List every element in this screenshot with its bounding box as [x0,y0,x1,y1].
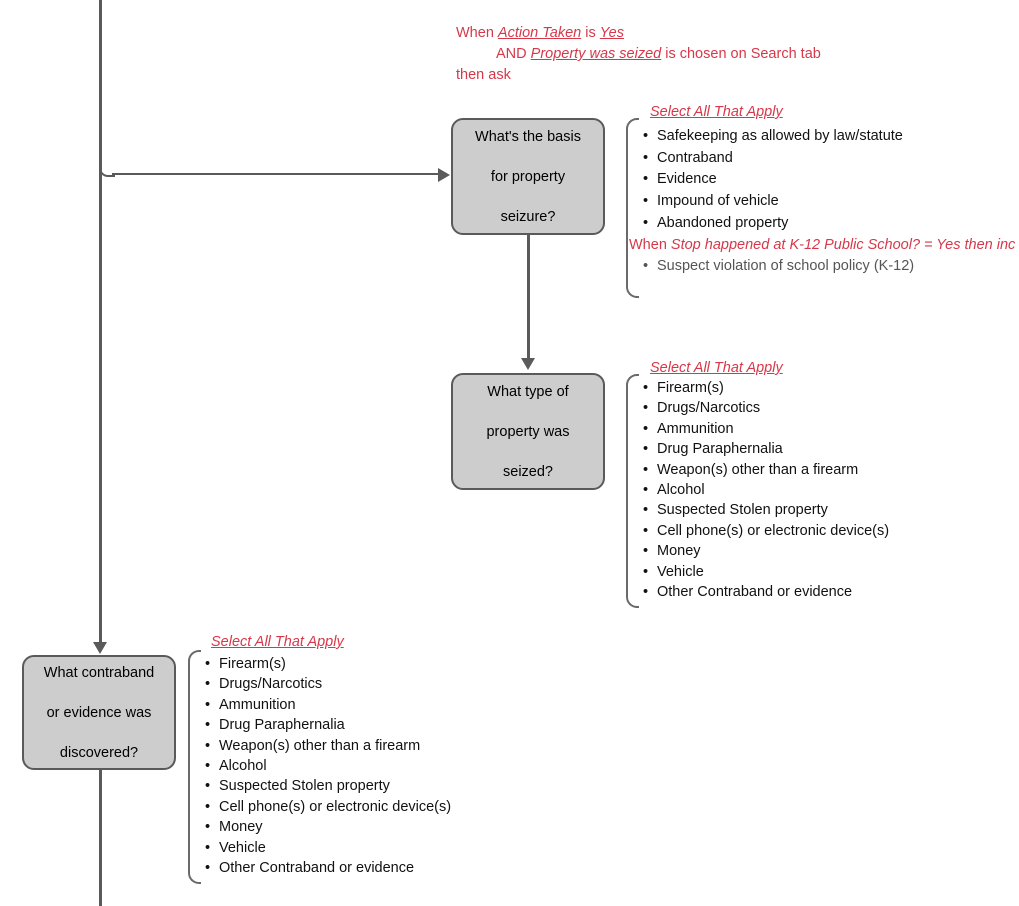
option-item[interactable]: Other Contraband or evidence [205,858,451,879]
option-item[interactable]: Other Contraband or evidence [643,582,889,603]
top-condition-line3: then ask [456,67,511,83]
node-type-of-property[interactable]: What type of property was seized? [451,373,605,490]
top-condition-text: When Action Taken is Yes AND Property wa… [456,23,821,86]
option-group-basis-bracket [626,118,639,298]
node-basis-for-seizure[interactable]: What's the basis for property seizure? [451,118,605,235]
main-spine-lower [99,168,102,644]
condition-is-word: is [581,25,600,41]
option-group-contraband-bracket [188,650,201,884]
option-group-contraband: Select All That Apply Firearm(s) Drugs/N… [188,634,451,884]
node-type-line3: seized? [503,463,553,480]
option-group-basis: Select All That Apply Safekeeping as all… [626,104,1015,298]
option-item[interactable]: Safekeeping as allowed by law/statute [643,126,1015,148]
note-field-k12-school: Stop happened at K-12 Public School? [670,236,921,253]
option-item[interactable]: Suspected Stolen property [643,500,889,521]
condition-value-yes: Yes [599,25,624,41]
node-contraband-discovered[interactable]: What contraband or evidence was discover… [22,655,176,770]
option-item[interactable]: Weapon(s) other than a firearm [643,460,889,481]
option-group-basis-title: Select All That Apply [650,104,783,120]
node-contraband-line1: What contraband [43,664,155,681]
condition-search-tab-text: is chosen on Search tab [661,46,821,62]
option-item[interactable]: Firearm(s) [643,378,889,399]
condition-and-word: AND [496,46,531,62]
option-item[interactable]: Vehicle [643,562,889,583]
option-item[interactable]: Drugs/Narcotics [643,398,889,419]
option-group-property-seized-title: Select All That Apply [650,360,783,376]
option-item[interactable]: Cell phone(s) or electronic device(s) [205,797,451,818]
option-group-property-seized-bracket [626,374,639,608]
main-spine-upper [99,0,102,168]
condition-field-property-seized: Property was seized [530,46,662,62]
option-item[interactable]: Firearm(s) [205,654,451,675]
branch-line-to-basis [112,172,439,175]
node-basis-line3: seizure? [500,208,556,225]
node-basis-line1: What's the basis [475,128,581,145]
option-item[interactable]: Money [643,541,889,562]
node-type-line2: property was [486,423,570,440]
main-spine-exit [99,770,102,906]
option-item[interactable]: Impound of vehicle [643,191,1015,213]
node-basis-line2: for property [490,168,566,185]
condition-field-action-taken: Action Taken [497,25,582,41]
option-item[interactable]: Money [205,817,451,838]
option-item-conditional[interactable]: Suspect violation of school policy (K-12… [643,256,1015,278]
option-item[interactable]: Ammunition [643,419,889,440]
option-item[interactable]: Alcohol [643,480,889,501]
option-item[interactable]: Cell phone(s) or electronic device(s) [643,521,889,542]
option-group-property-seized: Select All That Apply Firearm(s) Drugs/N… [626,360,889,608]
option-item[interactable]: Suspected Stolen property [205,776,451,797]
spine-arrowhead-to-contraband [92,642,107,654]
note-suffix: = Yes then inc [920,236,1016,253]
arrowhead-basis-to-type [520,358,535,370]
node-type-line1: What type of [487,383,569,400]
option-group-basis-list: Safekeeping as allowed by law/statute Co… [629,126,1015,278]
condition-when-word: When [456,25,498,41]
connector-basis-to-type [527,235,530,360]
option-item[interactable]: Evidence [643,169,1015,191]
branch-corner-to-basis [99,155,115,177]
option-item[interactable]: Vehicle [205,838,451,859]
top-condition-line2: AND Property was seized is chosen on Sea… [456,44,821,65]
option-item[interactable]: Ammunition [205,695,451,716]
option-item[interactable]: Drug Paraphernalia [205,715,451,736]
node-contraband-line3: discovered? [59,744,139,761]
option-item[interactable]: Weapon(s) other than a firearm [205,736,451,757]
option-item[interactable]: Contraband [643,148,1015,170]
top-condition-line1: When Action Taken is Yes [456,23,821,44]
option-item[interactable]: Abandoned property [643,213,1015,235]
option-item[interactable]: Drugs/Narcotics [205,674,451,695]
option-item[interactable]: Drug Paraphernalia [643,439,889,460]
option-group-contraband-list: Firearm(s) Drugs/Narcotics Ammunition Dr… [205,654,451,879]
branch-arrowhead-to-basis [438,168,450,182]
conditional-note-school: When Stop happened at K-12 Public School… [629,235,1015,257]
option-item[interactable]: Alcohol [205,756,451,777]
option-group-property-seized-list: Firearm(s) Drugs/Narcotics Ammunition Dr… [643,378,889,603]
node-contraband-line2: or evidence was [46,704,152,721]
note-when-word: When [629,236,671,253]
option-group-contraband-title: Select All That Apply [211,634,344,650]
